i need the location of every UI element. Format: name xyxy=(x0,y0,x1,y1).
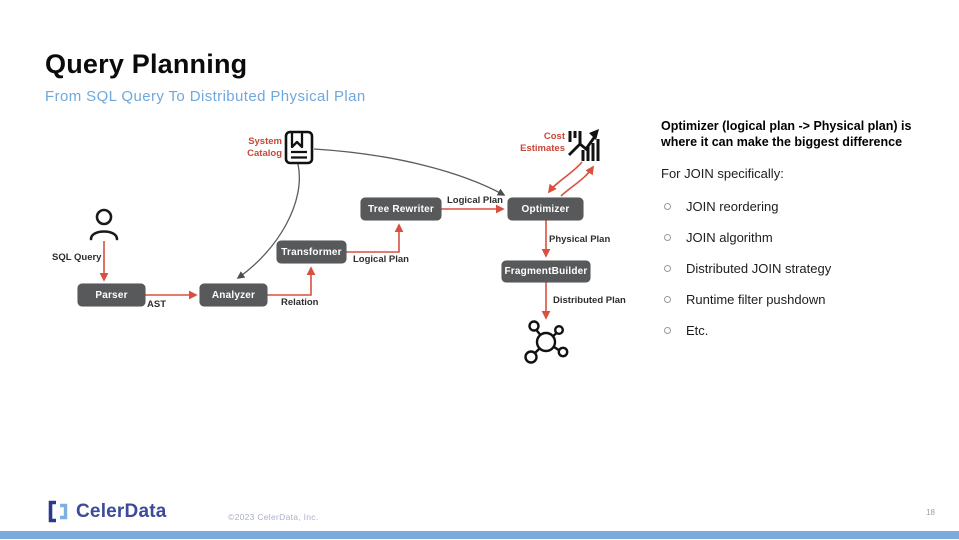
bullet-text: Etc. xyxy=(686,323,709,338)
page-title: Query Planning xyxy=(45,49,248,79)
panel-heading-line2: where it can make the biggest difference xyxy=(661,134,903,149)
list-item: JOIN reordering xyxy=(661,199,959,214)
node-tree-rewriter: Tree Rewriter xyxy=(361,198,441,220)
edge-label-ast: AST xyxy=(147,299,166,310)
node-optimizer: Optimizer xyxy=(508,198,583,220)
node-transformer: Transformer xyxy=(277,241,346,263)
list-item: Runtime filter pushdown xyxy=(661,292,959,307)
bottom-accent-bar xyxy=(0,530,959,539)
bullet-circle-icon xyxy=(664,203,671,210)
bullet-text: JOIN reordering xyxy=(686,199,779,214)
list-item: Distributed JOIN strategy xyxy=(661,261,959,276)
annotation-system-catalog-line2: Catalog xyxy=(247,147,282,159)
edge-label-physical-plan: Physical Plan xyxy=(549,234,611,245)
bullet-text: Runtime filter pushdown xyxy=(686,292,826,307)
edge-label-relation: Relation xyxy=(281,297,319,308)
annotation-system-catalog: System Catalog xyxy=(214,136,282,159)
panel-heading-line1: Optimizer (logical plan -> Physical plan… xyxy=(661,119,912,133)
copyright-text: ©2023 CelerData, Inc. xyxy=(228,512,319,522)
bullet-circle-icon xyxy=(664,327,671,334)
chart-icon xyxy=(568,129,600,161)
bullet-text: Distributed JOIN strategy xyxy=(686,261,832,276)
node-analyzer: Analyzer xyxy=(200,284,267,306)
celerdata-logo: CelerData xyxy=(46,500,167,523)
list-item: JOIN algorithm xyxy=(661,230,959,245)
logo-text: CelerData xyxy=(76,500,167,522)
optimizer-notes-panel: Optimizer (logical plan -> Physical plan… xyxy=(661,119,959,354)
annotation-system-catalog-line1: System xyxy=(248,136,282,147)
node-parser: Parser xyxy=(78,284,145,306)
edge-label-sql-query: SQL Query xyxy=(52,252,102,263)
annotation-cost-estimates-line1: Cost xyxy=(543,131,565,142)
panel-heading: Optimizer (logical plan -> Physical plan… xyxy=(661,119,959,150)
node-fragment-builder: FragmentBuilder xyxy=(502,261,590,282)
user-icon xyxy=(89,208,119,241)
annotation-cost-estimates: Cost Estimates xyxy=(497,131,565,154)
flow-arrows xyxy=(99,161,594,320)
logo-bracket-icon xyxy=(48,500,68,523)
page-subtitle: From SQL Query To Distributed Physical P… xyxy=(45,88,366,105)
panel-intro: For JOIN specifically: xyxy=(661,166,784,181)
bullet-circle-icon xyxy=(664,234,671,241)
list-item: Etc. xyxy=(661,323,959,338)
edge-label-logical-plan-a: Logical Plan xyxy=(353,254,409,265)
bullet-circle-icon xyxy=(664,265,671,272)
catalog-arrows xyxy=(236,148,506,279)
book-icon xyxy=(284,130,314,165)
cluster-icon xyxy=(524,320,569,364)
page-number: 18 xyxy=(926,508,935,517)
bullet-circle-icon xyxy=(664,296,671,303)
annotation-cost-estimates-line2: Estimates xyxy=(520,142,565,154)
edge-label-distributed-plan: Distributed Plan xyxy=(553,295,626,306)
edge-label-logical-plan-b: Logical Plan xyxy=(447,195,503,206)
bullet-text: JOIN algorithm xyxy=(686,230,773,245)
